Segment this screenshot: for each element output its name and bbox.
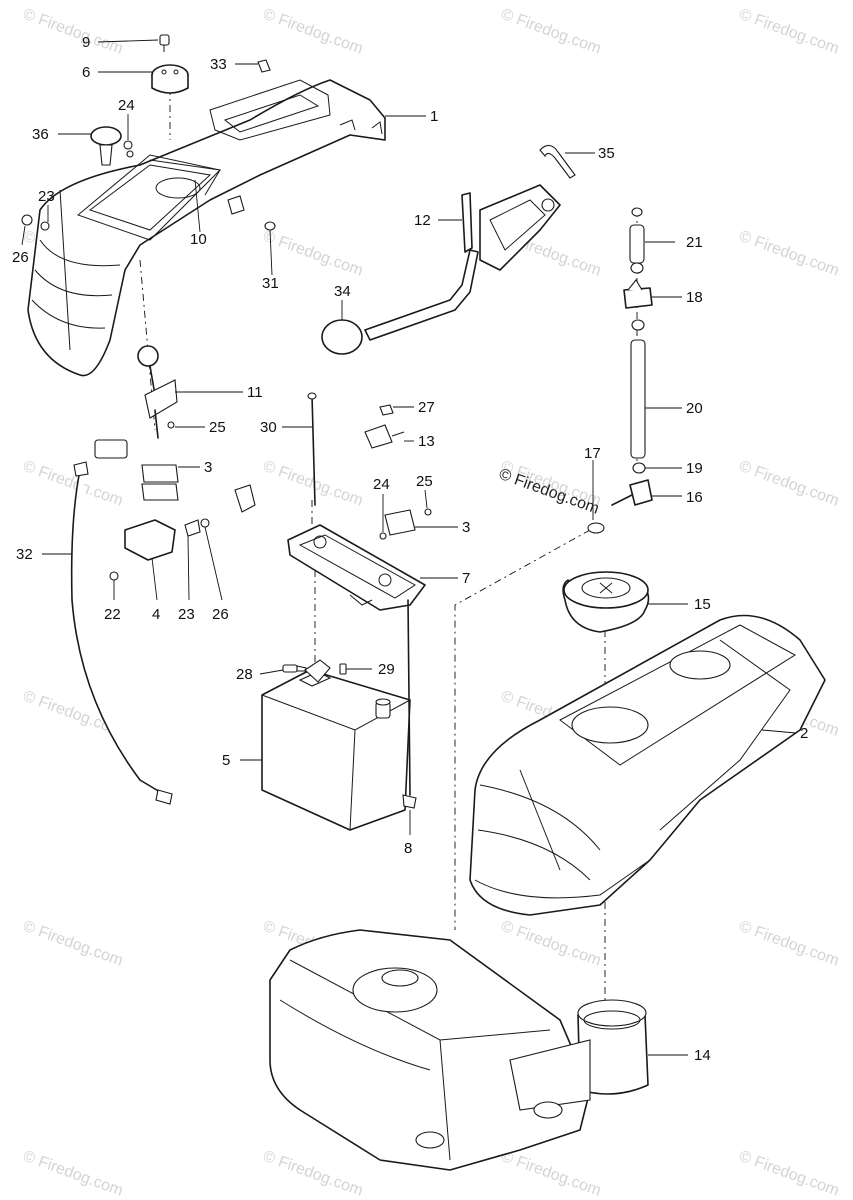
watermark-text: © Firedog.com bbox=[21, 458, 126, 510]
callout-7: 7 bbox=[462, 570, 470, 587]
callout-18: 18 bbox=[686, 289, 703, 306]
watermark-text: © Firedog.com bbox=[499, 918, 604, 970]
watermark-text: © Firedog.com bbox=[737, 6, 842, 58]
callout-3a: 3 bbox=[204, 459, 212, 476]
watermark-text: © Firedog.com bbox=[261, 6, 366, 58]
callout-16: 16 bbox=[686, 489, 703, 506]
part-11-lever bbox=[137, 345, 178, 439]
callout-22: 22 bbox=[104, 606, 121, 623]
watermark-text: © Firedog.com bbox=[737, 1148, 842, 1200]
part-13-fitting bbox=[364, 424, 405, 449]
callout-26b: 26 bbox=[212, 606, 229, 623]
callout-13: 13 bbox=[418, 433, 435, 450]
callout-2: 2 bbox=[800, 725, 808, 742]
part-35-clip bbox=[539, 144, 576, 179]
part-19-clamp bbox=[632, 462, 646, 474]
callout-labels: 9 6 33 1 24 36 23 26 10 31 12 35 34 21 1… bbox=[12, 34, 808, 1064]
callout-24a: 24 bbox=[118, 97, 135, 114]
part-24-nut bbox=[123, 140, 134, 158]
callout-28: 28 bbox=[236, 666, 253, 683]
watermark-text: © Firedog.com bbox=[21, 1148, 126, 1200]
leader-lines bbox=[21, 39, 797, 1056]
callout-10: 10 bbox=[190, 231, 207, 248]
watermark-text: © Firedog.com bbox=[499, 6, 604, 58]
part-33-screw bbox=[257, 59, 271, 73]
watermark-text: © Firedog.com bbox=[737, 918, 842, 970]
callout-24b: 24 bbox=[373, 476, 390, 493]
part-7-battery-tray bbox=[287, 524, 426, 611]
part-16-fitting bbox=[611, 479, 653, 506]
part-18-valve bbox=[623, 279, 653, 309]
watermark-text: © Firedog.com bbox=[261, 458, 366, 510]
callout-17: 17 bbox=[584, 445, 601, 462]
part-34-lever-handle bbox=[321, 249, 479, 355]
callout-34: 34 bbox=[334, 283, 351, 300]
part-14-fuel-tank bbox=[269, 929, 649, 1171]
part-5-battery bbox=[261, 669, 411, 831]
part-30-rod bbox=[307, 392, 317, 506]
part-36-knob bbox=[90, 126, 122, 166]
part-1-upper-console bbox=[27, 79, 386, 377]
callout-15: 15 bbox=[694, 596, 711, 613]
callout-12: 12 bbox=[414, 212, 431, 229]
part-17-filter bbox=[587, 522, 605, 534]
part-26-nut bbox=[21, 214, 33, 226]
callout-26a: 26 bbox=[12, 249, 29, 266]
watermark-text: © Firedog.com bbox=[21, 918, 126, 970]
callout-5: 5 bbox=[222, 752, 230, 769]
part-23-washer bbox=[40, 221, 50, 231]
callout-30: 30 bbox=[260, 419, 277, 436]
part-29-bolt bbox=[339, 663, 347, 675]
part-21-hose bbox=[629, 207, 645, 274]
callout-23a: 23 bbox=[38, 188, 55, 205]
callout-35: 35 bbox=[598, 145, 615, 162]
callout-25a: 25 bbox=[209, 419, 226, 436]
callout-27: 27 bbox=[418, 399, 435, 416]
callout-9: 9 bbox=[82, 34, 90, 51]
part-9-key bbox=[159, 34, 170, 52]
callout-8: 8 bbox=[404, 840, 412, 857]
part-8-rod bbox=[402, 599, 417, 809]
part-32-cable bbox=[70, 461, 173, 805]
part-28-bolt bbox=[282, 664, 307, 673]
callout-29: 29 bbox=[378, 661, 395, 678]
callout-23b: 23 bbox=[178, 606, 195, 623]
callout-3b: 3 bbox=[462, 519, 470, 536]
watermark-text: © Firedog.com bbox=[499, 1148, 604, 1200]
callout-6: 6 bbox=[82, 64, 90, 81]
part-2-tank-cover bbox=[469, 614, 826, 916]
callout-25b: 25 bbox=[416, 473, 433, 490]
callout-14: 14 bbox=[694, 1047, 711, 1064]
part-31-bracket bbox=[227, 195, 276, 231]
part-27-nut bbox=[379, 404, 394, 416]
callout-31: 31 bbox=[262, 275, 279, 292]
callout-32: 32 bbox=[16, 546, 33, 563]
part-10-bezel bbox=[149, 159, 221, 196]
watermark-text: © Firedog.com bbox=[737, 228, 842, 280]
watermark-text: © Firedog.com bbox=[261, 228, 366, 280]
callout-20: 20 bbox=[686, 400, 703, 417]
part-6-ignition-switch bbox=[151, 64, 189, 94]
watermark-text: © Firedog.com bbox=[21, 6, 126, 58]
part-3-switch-left bbox=[94, 439, 179, 501]
watermark-text: © Firedog.com bbox=[737, 458, 842, 510]
part-20-hose bbox=[630, 319, 646, 459]
part-15-fuel-cap bbox=[562, 571, 650, 633]
part-12-lever-bracket bbox=[461, 184, 561, 271]
callout-4: 4 bbox=[152, 606, 160, 623]
callout-36: 36 bbox=[32, 126, 49, 143]
part-4-solenoid bbox=[109, 484, 256, 581]
callout-11: 11 bbox=[247, 384, 263, 401]
callout-33: 33 bbox=[210, 56, 227, 73]
callout-1: 1 bbox=[430, 108, 438, 125]
part-battery-terminal bbox=[304, 659, 331, 683]
callout-21: 21 bbox=[686, 234, 703, 251]
callout-19: 19 bbox=[686, 460, 703, 477]
part-3-switch-right bbox=[379, 508, 432, 540]
watermark-text: © Firedog.com bbox=[261, 1148, 366, 1200]
